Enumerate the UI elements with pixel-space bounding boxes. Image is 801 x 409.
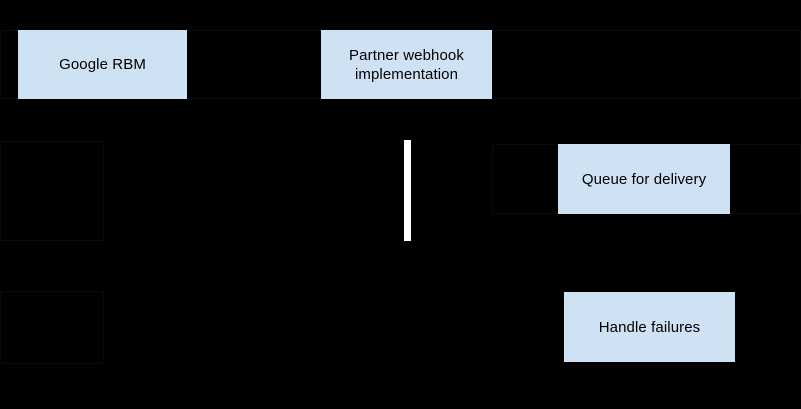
node-queue-for-delivery[interactable]: Queue for delivery — [558, 144, 730, 214]
node-handle-failures[interactable]: Handle failures — [564, 292, 735, 362]
node-google-rbm[interactable]: Google RBM — [18, 30, 187, 99]
connector-vertical-segment — [404, 140, 411, 241]
ghost-shape — [0, 141, 104, 241]
ghost-shape — [0, 291, 104, 364]
node-partner-webhook-implementation[interactable]: Partner webhook implementation — [321, 30, 492, 99]
